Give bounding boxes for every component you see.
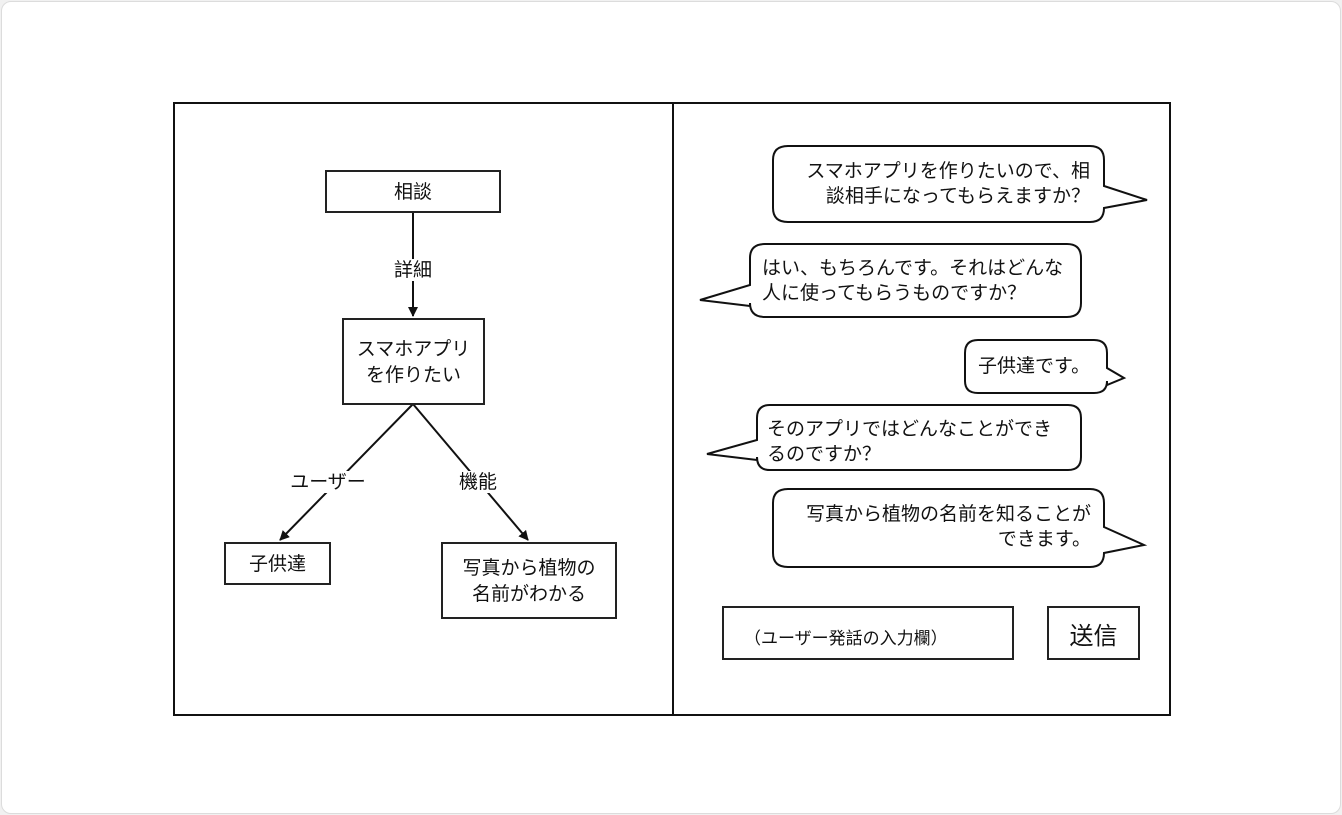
assistant-bubble-2-shape [699, 243, 1082, 318]
user-message-3: 子供達です。 [978, 355, 1091, 377]
assistant-message-4: そのアプリではどんなことができ るのですか？ [767, 418, 1053, 465]
node-label: 相談 [393, 180, 432, 203]
node-smartphone-app: スマホアプリ を作りたい [342, 318, 485, 405]
user-bubble-1-shape [772, 145, 1148, 223]
send-button-label: 送信 [1069, 621, 1118, 650]
user-message-1: スマホアプリを作りたいので、相 談相手になってもらえますか？ [806, 160, 1090, 207]
node-label: 子供達 [248, 552, 306, 575]
assistant-message-2: はい、もちろんです。それはどんな 人に使ってもらうものですか？ [762, 257, 1064, 304]
message-input[interactable] [722, 606, 1014, 660]
user-bubble-5-shape [772, 488, 1148, 568]
node-consult: 相談 [325, 170, 501, 213]
node-children: 子供達 [224, 542, 331, 585]
node-plant-identification: 写真から植物の 名前がわかる [441, 542, 617, 619]
user-bubble-3-shape [964, 339, 1127, 394]
edge-label-detail: 詳細 [391, 259, 435, 281]
node-label: 写真から植物の 名前がわかる [462, 556, 596, 605]
node-label: スマホアプリ を作りたい [356, 337, 471, 386]
assistant-bubble-4-shape [706, 404, 1082, 471]
panel-divider [672, 102, 674, 715]
send-button[interactable]: 送信 [1047, 606, 1140, 660]
user-message-5: 写真から植物の名前を知ることが できます。 [805, 503, 1091, 550]
edge-label-user: ユーザー [288, 471, 368, 493]
edge-label-feature: 機能 [456, 471, 500, 493]
